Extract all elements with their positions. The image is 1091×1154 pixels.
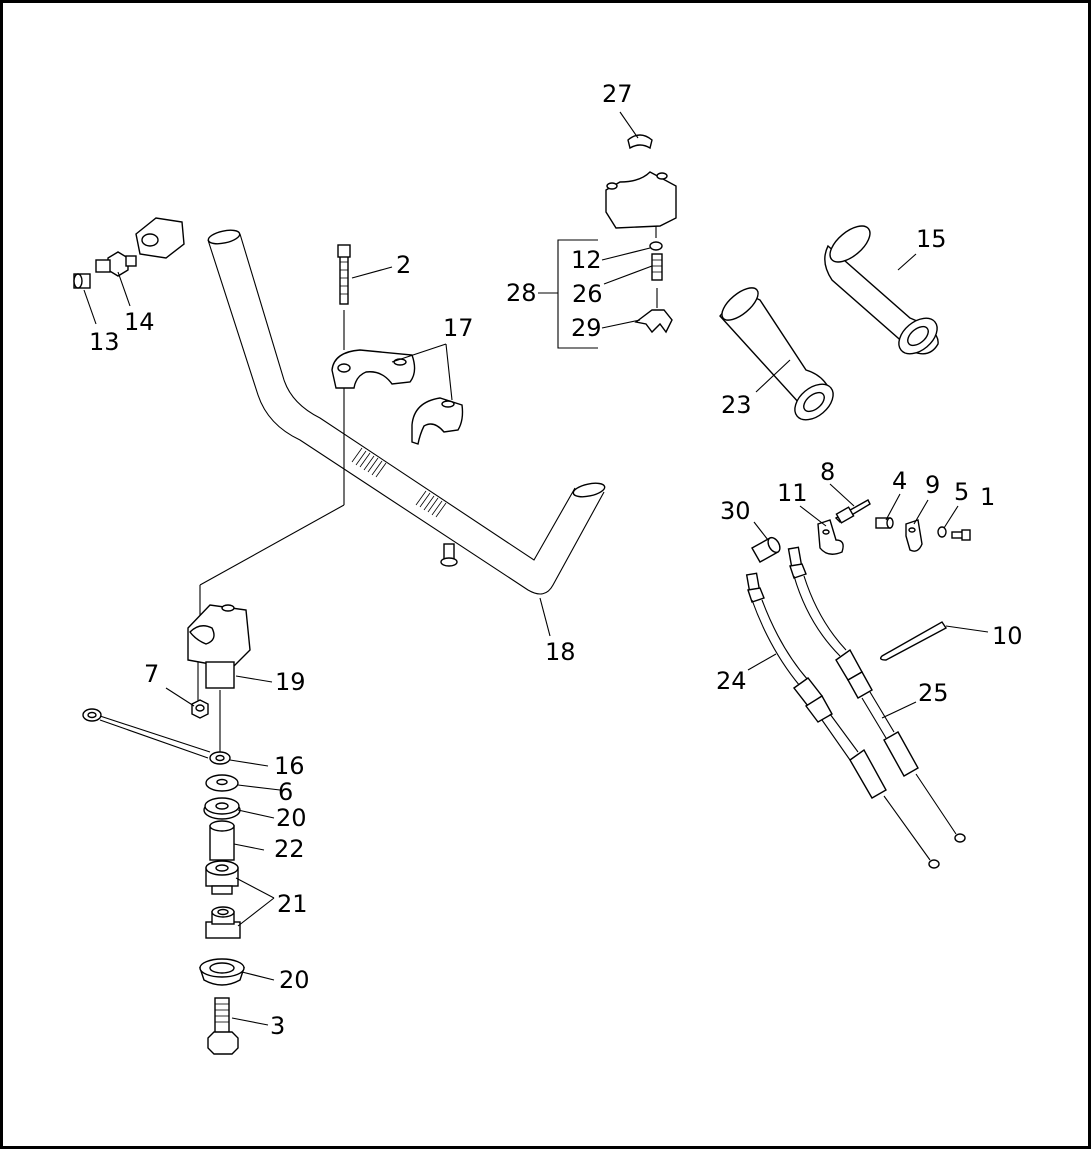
callout-16: 16 bbox=[274, 752, 305, 780]
callout-6: 6 bbox=[278, 778, 293, 806]
throttle-housing bbox=[605, 171, 677, 238]
callout-27: 27 bbox=[602, 80, 633, 108]
upper-clamp-bolt bbox=[337, 244, 351, 305]
callout-28: 28 bbox=[506, 279, 537, 307]
callout-18: 18 bbox=[545, 638, 576, 666]
callout-5: 5 bbox=[954, 478, 969, 506]
nut bbox=[191, 699, 209, 719]
washer bbox=[205, 774, 239, 792]
callout-3: 3 bbox=[270, 1012, 285, 1040]
callout-17: 17 bbox=[443, 314, 474, 342]
cable-24 bbox=[745, 572, 940, 869]
bushing-upper bbox=[205, 860, 239, 895]
callout-20-upper: 20 bbox=[276, 804, 307, 832]
callout-2: 2 bbox=[396, 251, 411, 279]
riser bbox=[187, 604, 251, 689]
clip-9 bbox=[905, 519, 923, 552]
throttle-cap bbox=[627, 134, 653, 150]
washer-5 bbox=[937, 526, 947, 538]
cup-washer-lower bbox=[199, 958, 245, 986]
callout-13: 13 bbox=[89, 328, 120, 356]
callout-21: 21 bbox=[277, 890, 308, 918]
ferrule-30 bbox=[751, 536, 781, 563]
callout-30: 30 bbox=[720, 497, 751, 525]
ground-strap bbox=[82, 708, 231, 765]
grip-left bbox=[719, 287, 834, 421]
callout-20-lower: 20 bbox=[279, 966, 310, 994]
callout-14: 14 bbox=[124, 308, 155, 336]
sleeve-4 bbox=[875, 517, 894, 529]
callout-8: 8 bbox=[820, 458, 835, 486]
friction-screw bbox=[634, 241, 673, 334]
tie-strap bbox=[879, 621, 948, 661]
fitting-block bbox=[135, 217, 185, 259]
upper-clamp-right bbox=[411, 397, 464, 445]
handlebar-knurl bbox=[351, 447, 447, 518]
sleeve bbox=[209, 820, 235, 861]
upper-clamp-left bbox=[331, 349, 416, 389]
grip-right bbox=[824, 225, 939, 355]
callout-15: 15 bbox=[916, 225, 947, 253]
callout-9: 9 bbox=[925, 471, 940, 499]
callout-10: 10 bbox=[992, 622, 1023, 650]
adjuster-cap bbox=[73, 273, 91, 289]
cable-25 bbox=[787, 546, 966, 843]
callout-7: 7 bbox=[144, 660, 159, 688]
callout-26: 26 bbox=[572, 280, 603, 308]
leader-lines bbox=[83, 111, 989, 1026]
callout-11: 11 bbox=[777, 479, 808, 507]
callout-22: 22 bbox=[274, 835, 305, 863]
bracket-28 bbox=[557, 239, 598, 349]
callout-4: 4 bbox=[892, 467, 907, 495]
callout-25: 25 bbox=[918, 679, 949, 707]
pin bbox=[834, 499, 871, 524]
cup-washer-upper bbox=[203, 797, 241, 820]
adjuster-screw bbox=[95, 251, 137, 277]
screw-1 bbox=[951, 529, 971, 541]
callout-24: 24 bbox=[716, 667, 747, 695]
callout-labels: 1 2 3 4 5 6 7 8 9 10 11 12 13 14 15 16 1… bbox=[89, 80, 1023, 1040]
callout-23: 23 bbox=[721, 391, 752, 419]
riser-bolt bbox=[207, 997, 239, 1055]
callout-1: 1 bbox=[980, 483, 995, 511]
clamp-11 bbox=[817, 519, 844, 555]
handlebar bbox=[207, 229, 606, 595]
callout-19: 19 bbox=[275, 668, 306, 696]
bushing-lower bbox=[205, 906, 241, 939]
callout-12: 12 bbox=[571, 246, 602, 274]
callout-29: 29 bbox=[571, 314, 602, 342]
